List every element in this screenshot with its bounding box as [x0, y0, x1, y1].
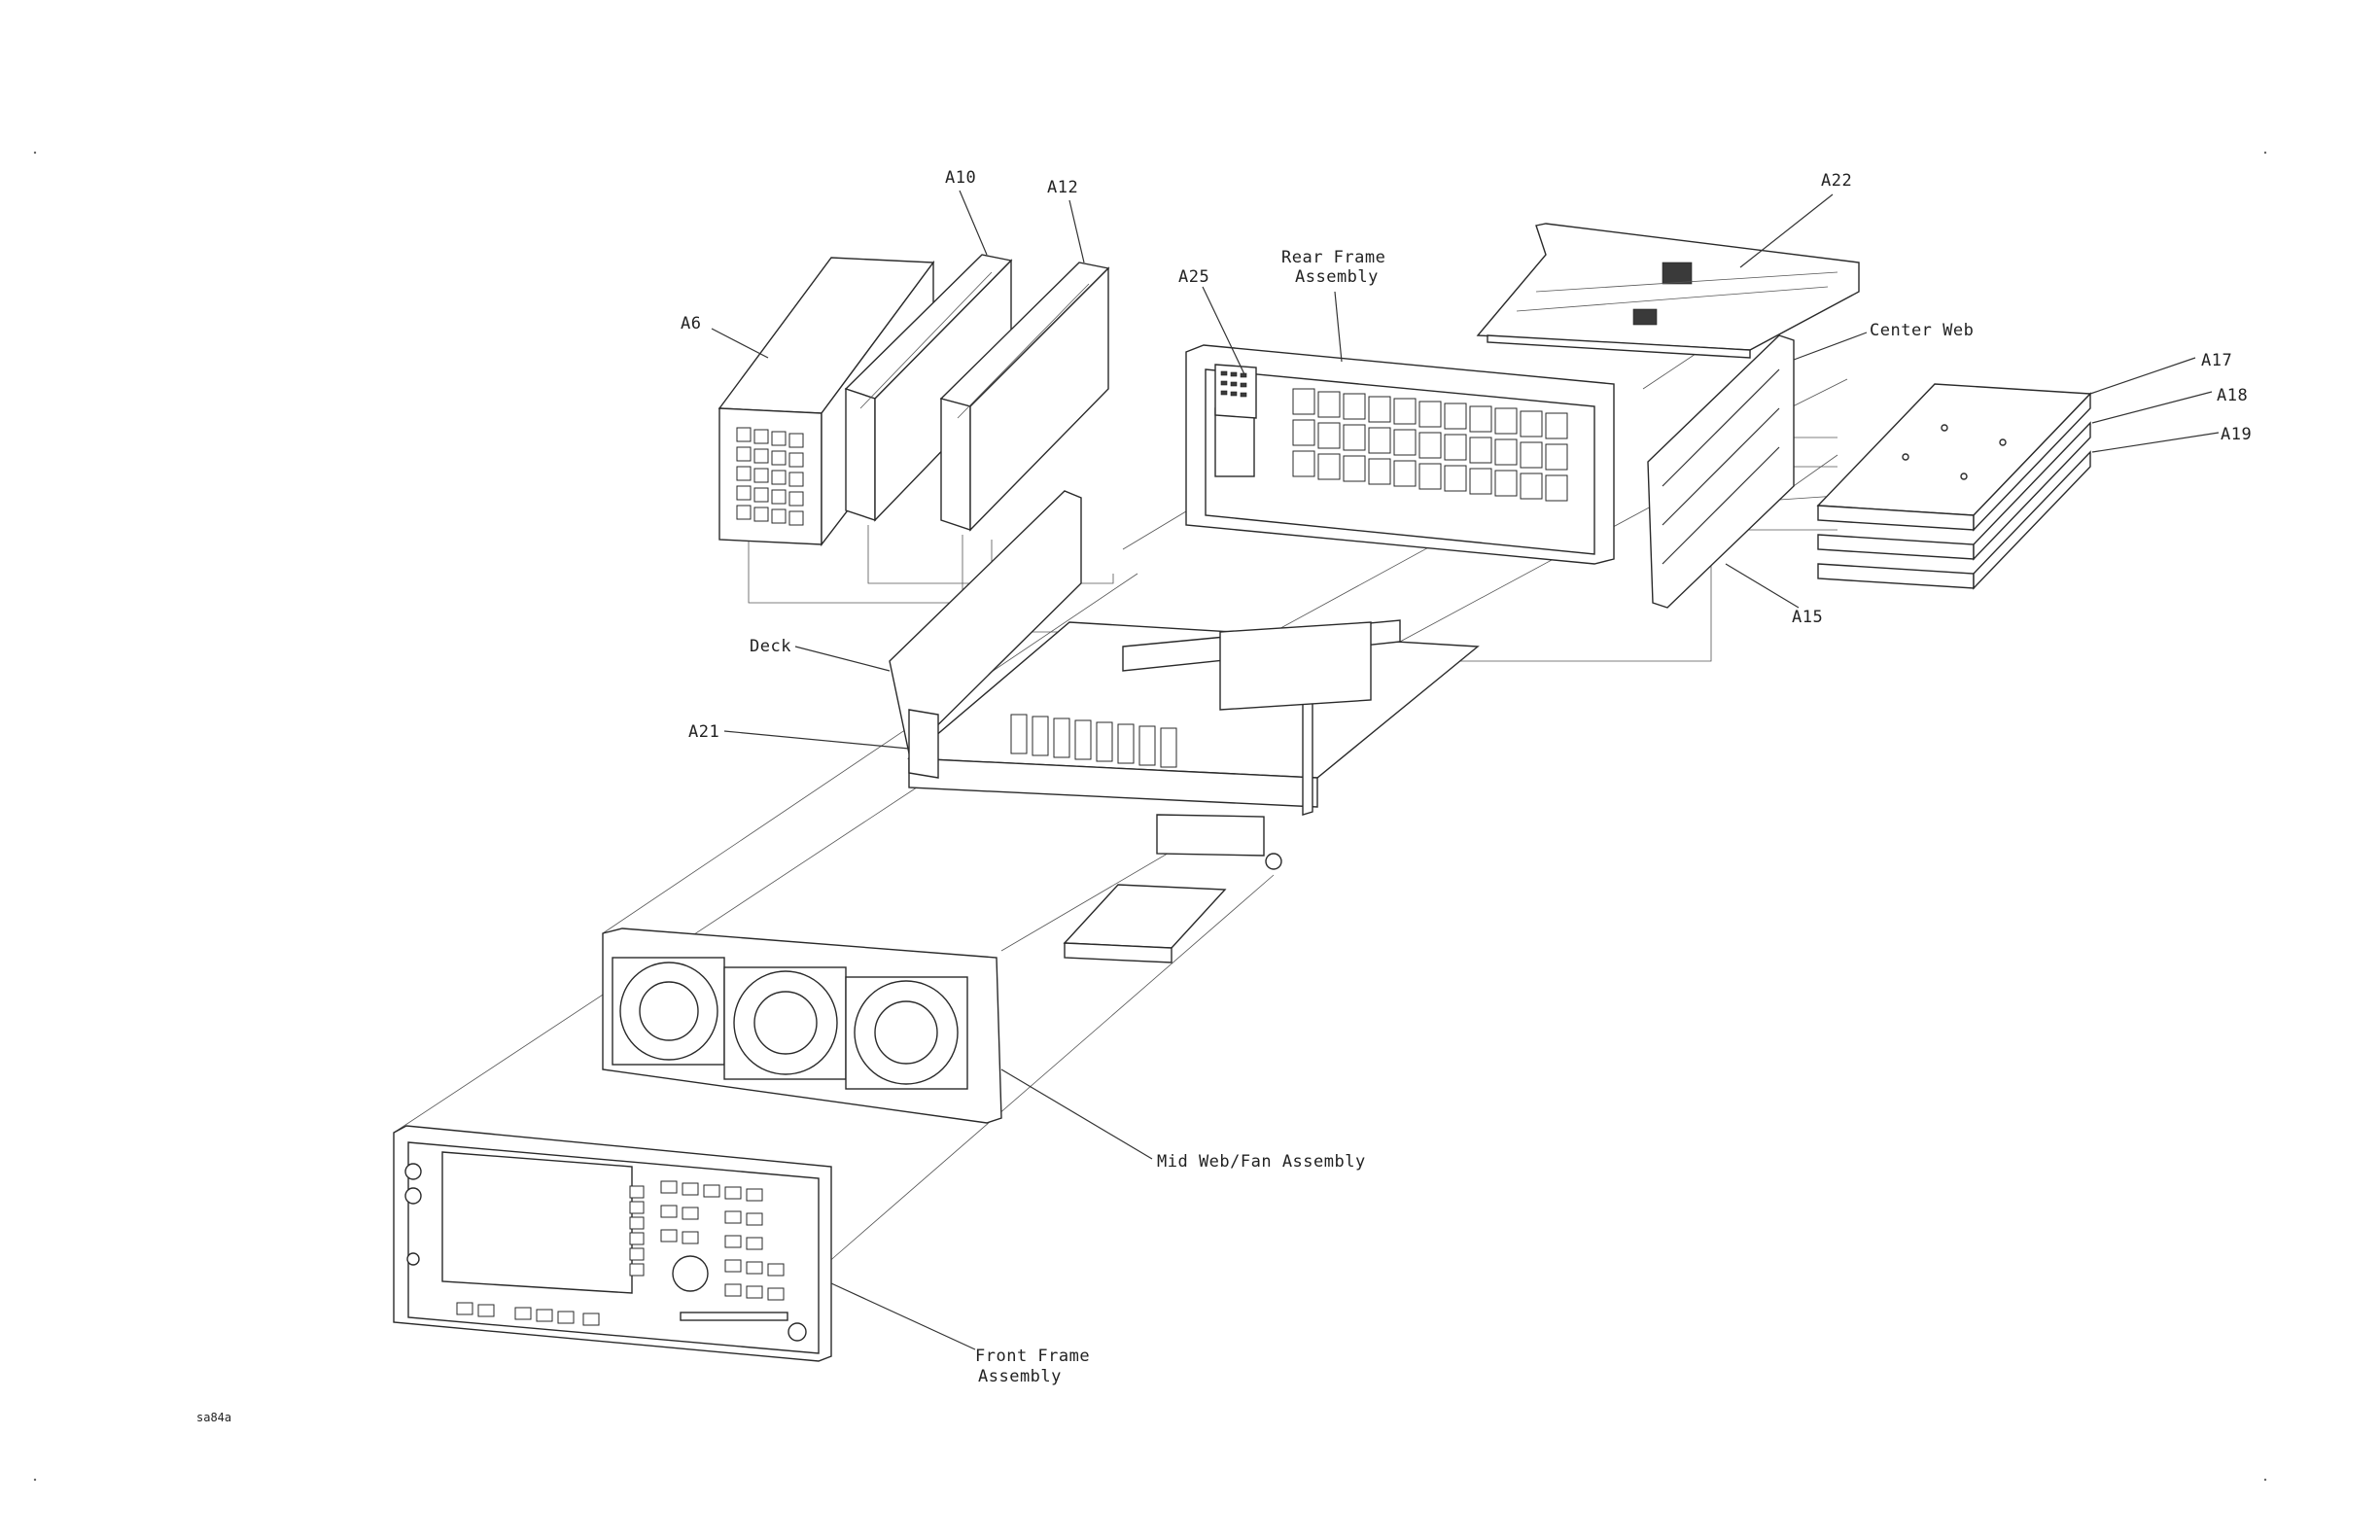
label-a25: A25 — [1178, 267, 1209, 287]
a21-board — [909, 710, 938, 778]
registration-marks — [34, 152, 2266, 1481]
front-frame-assembly — [394, 1126, 831, 1361]
label-rear-frame-line2: Assembly — [1295, 267, 1379, 287]
drive-module — [1065, 815, 1281, 962]
a22-board — [1478, 224, 1859, 358]
label-a17: A17 — [2201, 351, 2232, 370]
fan-1 — [612, 958, 724, 1065]
label-a18: A18 — [2217, 386, 2248, 405]
a17-a18-a19-modules — [1818, 384, 2090, 588]
label-a21: A21 — [688, 722, 719, 742]
fan-2 — [724, 967, 846, 1079]
label-mid-web-fan: Mid Web/Fan Assembly — [1157, 1152, 1366, 1172]
fan-3 — [846, 977, 967, 1089]
label-a6: A6 — [681, 314, 701, 333]
label-a15: A15 — [1792, 608, 1823, 627]
label-a10: A10 — [945, 168, 976, 188]
label-front-frame-line2: Assembly — [978, 1367, 1062, 1386]
label-front-frame-line1: Front Frame — [975, 1347, 1090, 1366]
alignment-lines — [394, 350, 1847, 1264]
label-a19: A19 — [2221, 425, 2252, 444]
a25-board — [1215, 365, 1256, 418]
label-rear-frame-line1: Rear Frame — [1281, 248, 1385, 267]
label-center-web: Center Web — [1870, 321, 1974, 340]
figure-id: sa84a — [196, 1411, 231, 1424]
label-a22: A22 — [1821, 171, 1852, 191]
center-web — [1648, 335, 1794, 608]
label-deck: Deck — [750, 637, 791, 656]
label-a12: A12 — [1047, 178, 1078, 197]
mid-web-fan-assembly — [603, 928, 1001, 1123]
rotary-knob — [673, 1256, 708, 1291]
front-panel-display — [442, 1152, 632, 1293]
